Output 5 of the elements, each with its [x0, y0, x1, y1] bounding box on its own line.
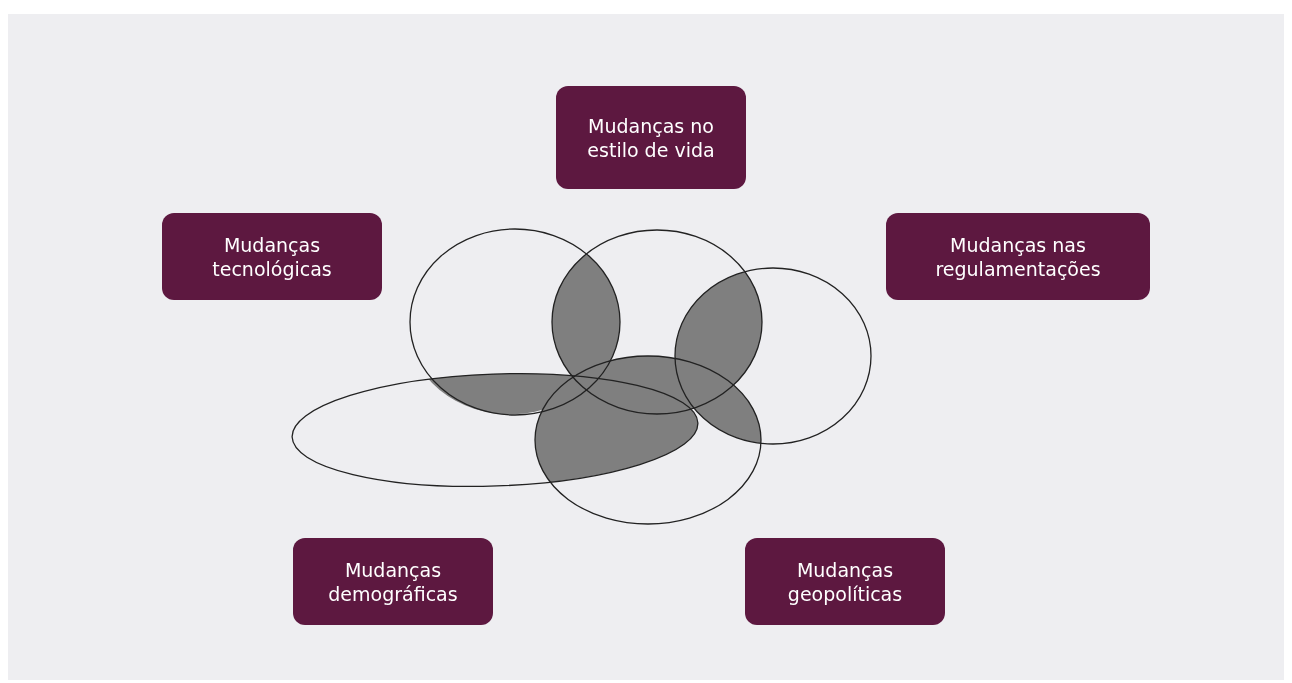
category-box: Mudanças tecnológicas	[162, 213, 382, 300]
category-box: Mudanças geopolíticas	[745, 538, 945, 625]
category-box: Mudanças no estilo de vida	[556, 86, 746, 189]
category-box: Mudanças demográficas	[293, 538, 493, 625]
category-box: Mudanças nas regulamentações	[886, 213, 1150, 300]
